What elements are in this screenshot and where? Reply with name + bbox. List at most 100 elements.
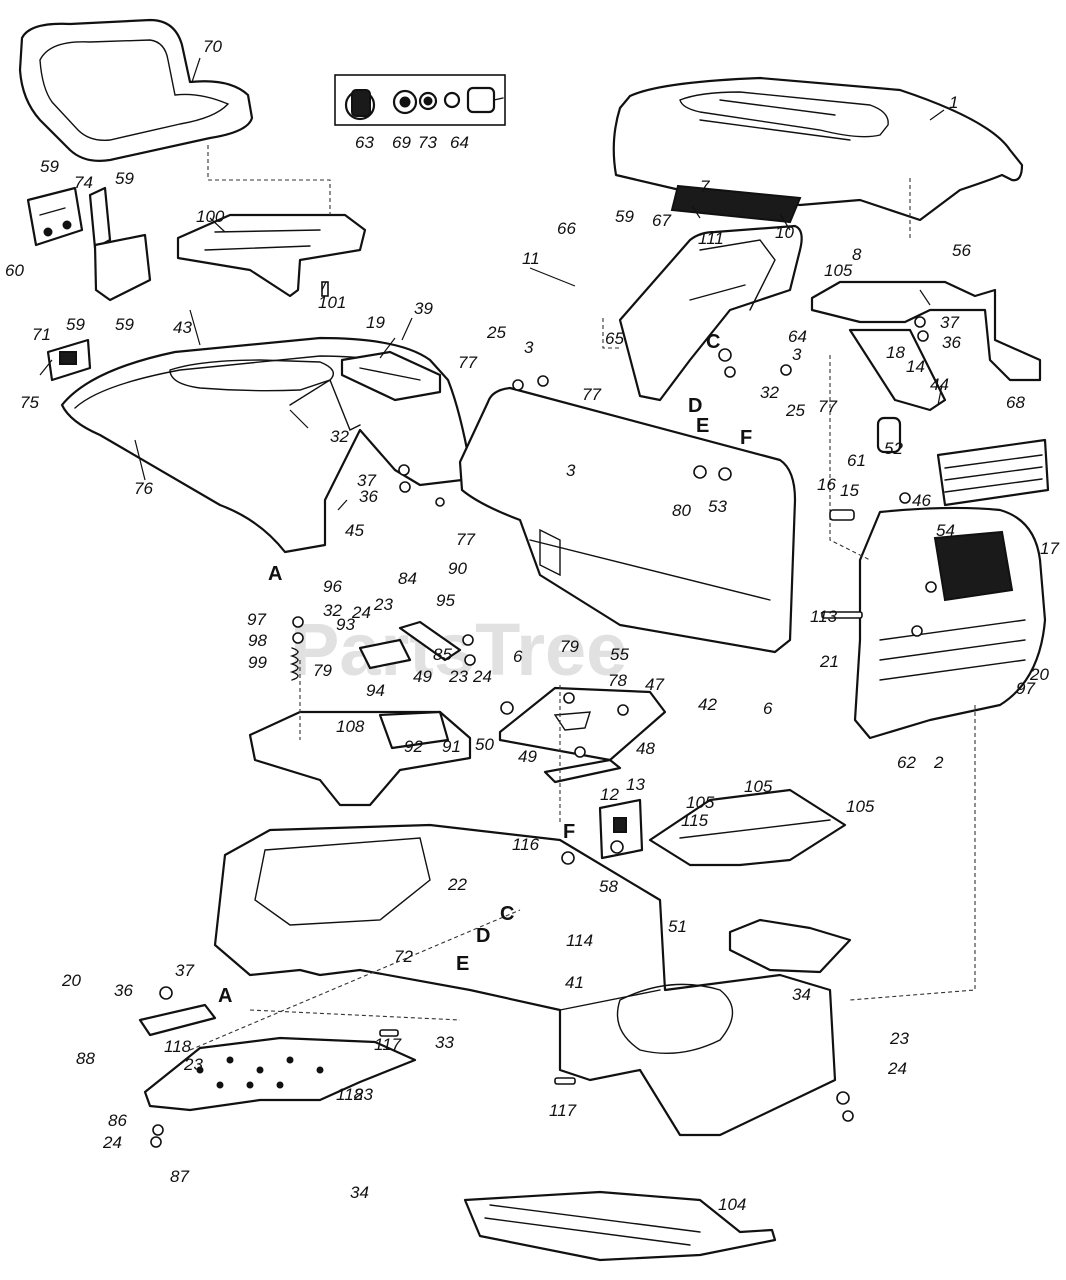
- assembly-lines: [189, 145, 976, 1051]
- callout-59-e: 59: [615, 207, 634, 226]
- callout-41: 41: [565, 973, 584, 992]
- callout-105-a: 105: [824, 261, 853, 280]
- leader-lines: [39, 57, 945, 511]
- callout-69: 69: [392, 133, 411, 152]
- callout-59-a: 59: [40, 157, 59, 176]
- hood: [612, 76, 1024, 222]
- callout-93: 93: [336, 615, 355, 634]
- callout-17: 17: [1040, 539, 1059, 558]
- frame: [213, 823, 837, 1137]
- ignition-switch-parts: [334, 74, 506, 126]
- callout-68: 68: [1006, 393, 1025, 412]
- callout-77-c: 77: [582, 385, 601, 404]
- callout-15: 15: [840, 481, 859, 500]
- callout-19: 19: [366, 313, 385, 332]
- callout-7: 7: [700, 177, 710, 196]
- callout-66: 66: [557, 219, 576, 238]
- callout-44: 44: [930, 375, 949, 394]
- callout-117-b: 117: [549, 1101, 577, 1120]
- callout-117-a: 117: [374, 1035, 402, 1054]
- callout-65: 65: [605, 329, 624, 348]
- callout-48: 48: [636, 739, 655, 758]
- callout-97-a: 97: [247, 610, 266, 629]
- hardware: [150, 316, 937, 1148]
- callout-64-b: 64: [788, 327, 807, 346]
- callout-8: 8: [852, 245, 862, 264]
- callout-88: 88: [76, 1049, 95, 1068]
- callout-63: 63: [355, 133, 374, 152]
- ref-letter-d-lower: D: [476, 925, 490, 947]
- callout-21: 21: [819, 652, 839, 671]
- callout-24-c: 24: [887, 1059, 907, 1078]
- callout-20-a: 20: [1029, 665, 1049, 684]
- callout-98: 98: [248, 631, 267, 650]
- callout-13: 13: [626, 775, 645, 794]
- callout-96: 96: [323, 577, 342, 596]
- callout-11: 11: [522, 249, 540, 268]
- seat-pan: [176, 213, 367, 298]
- callout-23-e: 23: [889, 1029, 909, 1048]
- ref-letter-a-upper: A: [268, 563, 282, 585]
- seat: [18, 18, 254, 162]
- callout-105-b: 105: [744, 777, 773, 796]
- callout-79-b: 79: [560, 637, 579, 656]
- callout-51: 51: [668, 917, 687, 936]
- reference-letters: A A C C D D E E F F: [218, 331, 752, 1007]
- callout-55: 55: [610, 645, 629, 664]
- seat-support: [248, 710, 472, 807]
- seat-brackets: [26, 186, 152, 302]
- callout-10: 10: [775, 223, 794, 242]
- callout-105-c: 105: [846, 797, 875, 816]
- callout-53: 53: [708, 497, 727, 516]
- part-callouts: 70 1 63 69 73 64 59 59 74 7 60 100 59 59…: [5, 37, 1059, 1214]
- callout-12: 12: [600, 785, 619, 804]
- footrest-lh: [143, 1036, 417, 1112]
- callout-52: 52: [884, 439, 903, 458]
- callout-54: 54: [936, 521, 955, 540]
- callout-77-b: 77: [818, 397, 837, 416]
- callout-108: 108: [336, 717, 365, 736]
- callout-24-d: 24: [102, 1133, 122, 1152]
- callout-118-a: 118: [164, 1037, 192, 1056]
- callout-97-b: 97: [1016, 679, 1035, 698]
- footrest-cover: [728, 918, 852, 974]
- ref-letter-d-upper: D: [688, 395, 702, 417]
- callout-115: 115: [681, 811, 709, 830]
- ref-letter-f-upper: F: [740, 427, 752, 449]
- callout-75: 75: [20, 393, 39, 412]
- callout-36-a: 36: [942, 333, 961, 352]
- callout-67: 67: [652, 211, 671, 230]
- callout-58: 58: [599, 877, 618, 896]
- callout-59-b: 59: [115, 169, 134, 188]
- callout-23-a: 23: [373, 595, 393, 614]
- callout-100: 100: [196, 207, 225, 226]
- callout-71: 71: [32, 325, 51, 344]
- callout-111: 111: [698, 229, 724, 248]
- callout-70: 70: [203, 37, 222, 56]
- callout-39: 39: [414, 299, 433, 318]
- callout-77-d: 77: [456, 530, 475, 549]
- callout-20-b: 20: [61, 971, 81, 990]
- callout-50: 50: [475, 735, 494, 754]
- callout-23-c: 23: [183, 1055, 203, 1074]
- callout-60: 60: [5, 261, 24, 280]
- step-plate: [463, 1190, 777, 1262]
- hood-screen: [670, 184, 802, 224]
- callout-99: 99: [248, 653, 267, 672]
- callout-36-c: 36: [114, 981, 133, 1000]
- nose-cone: [853, 506, 1047, 740]
- callout-61: 61: [847, 451, 866, 470]
- callout-37-b: 37: [357, 471, 376, 490]
- callout-6-a: 6: [513, 647, 523, 666]
- callout-101: 101: [318, 293, 346, 312]
- front-grille-insert: [936, 438, 1050, 507]
- ref-letter-a-lower: A: [218, 985, 232, 1007]
- footrest-rh: [648, 788, 847, 867]
- callout-2: 2: [933, 753, 944, 772]
- callout-84: 84: [398, 569, 417, 588]
- lift-lever: [358, 620, 462, 670]
- callout-77-a: 77: [458, 353, 477, 372]
- callout-49-a: 49: [413, 667, 432, 686]
- callout-18: 18: [886, 343, 905, 362]
